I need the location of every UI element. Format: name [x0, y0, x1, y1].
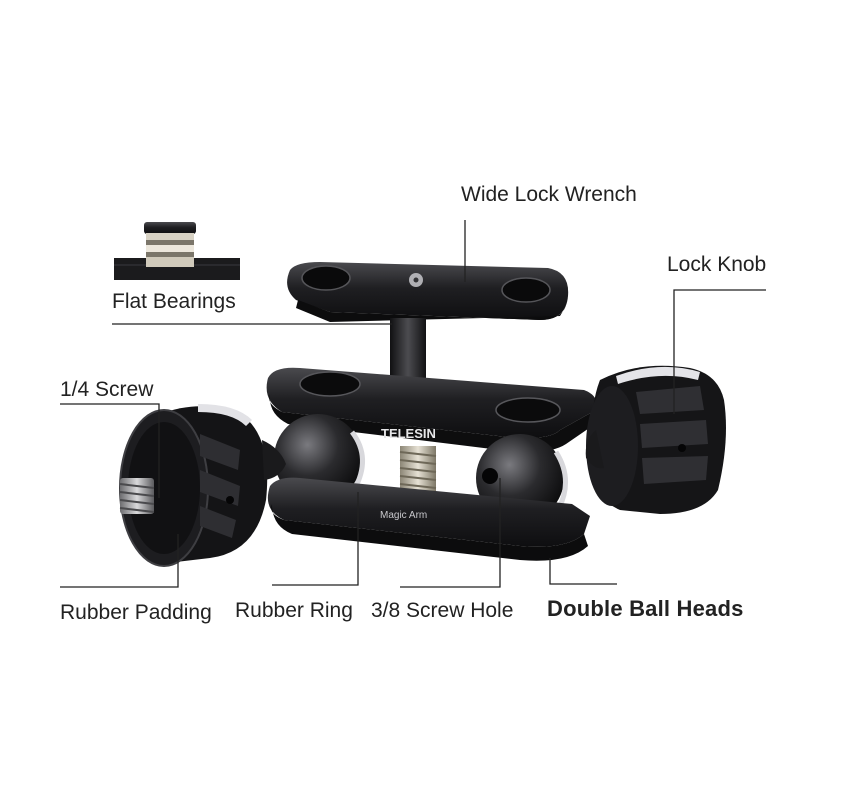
bearing-top-cap [144, 222, 196, 234]
brand-engraving: TELESIN [381, 426, 436, 441]
label-wide-lock-wrench: Wide Lock Wrench [461, 183, 637, 206]
leader-lines [60, 220, 766, 588]
label-rubber-padding: Rubber Padding [60, 601, 212, 624]
right-knob-highlight-ring [616, 366, 700, 384]
left-lock-knob [119, 404, 286, 567]
wrench-left-hole [301, 265, 351, 291]
bearing-ring-3 [146, 257, 194, 267]
bearing-gap-2 [146, 252, 194, 257]
upper-left-socket [299, 371, 361, 397]
label-quarter-screw: 1/4 Screw [60, 378, 154, 401]
right-knob-grip [636, 386, 708, 484]
flat-bearings-inset [114, 222, 240, 280]
right-knob-neck [585, 430, 604, 469]
label-lock-knob: Lock Knob [667, 253, 767, 276]
left-knob-face [128, 422, 200, 554]
leader-rubber-ring [272, 492, 359, 586]
right-lock-knob [585, 365, 726, 514]
label-double-ball-heads: Double Ball Heads [547, 596, 744, 621]
lower-plate-top [267, 477, 590, 547]
left-knob-grip [200, 434, 240, 538]
leader-screw-hole [400, 478, 501, 588]
wrench-right-hole [501, 277, 551, 303]
bearing-gap-1 [146, 240, 194, 245]
bearing-base-plate [114, 258, 240, 280]
left-knob-highlight-ring [198, 404, 252, 426]
quarter-inch-screw [119, 478, 155, 514]
lower-plate-side [271, 504, 588, 561]
screw-hole-three-eighths [482, 468, 498, 484]
wrench-bar-shadow [296, 300, 566, 322]
leader-quarter-screw [60, 403, 160, 498]
label-flat-bearings: Flat Bearings [112, 290, 236, 313]
label-rubber-ring: Rubber Ring [235, 599, 353, 622]
bearing-ring-1 [146, 233, 194, 240]
left-knob-neck [262, 440, 286, 480]
center-spring [399, 446, 437, 494]
wrench-bar [287, 262, 569, 320]
label-screw-hole: 3/8 Screw Hole [371, 599, 514, 622]
leader-rubber-padding [60, 534, 179, 588]
left-knob-hole [226, 496, 234, 504]
leader-lock-knob [673, 289, 766, 414]
model-engraving: Magic Arm [380, 510, 427, 521]
right-knob-hole [678, 444, 686, 452]
upper-right-socket [495, 397, 561, 423]
right-rubber-padding [586, 386, 638, 506]
bearing-ring-2 [146, 245, 194, 252]
telesin-logo-mark [409, 273, 423, 287]
leader-double-ball-heads [549, 558, 617, 585]
lower-clamp-plate: Magic Arm [267, 477, 590, 561]
